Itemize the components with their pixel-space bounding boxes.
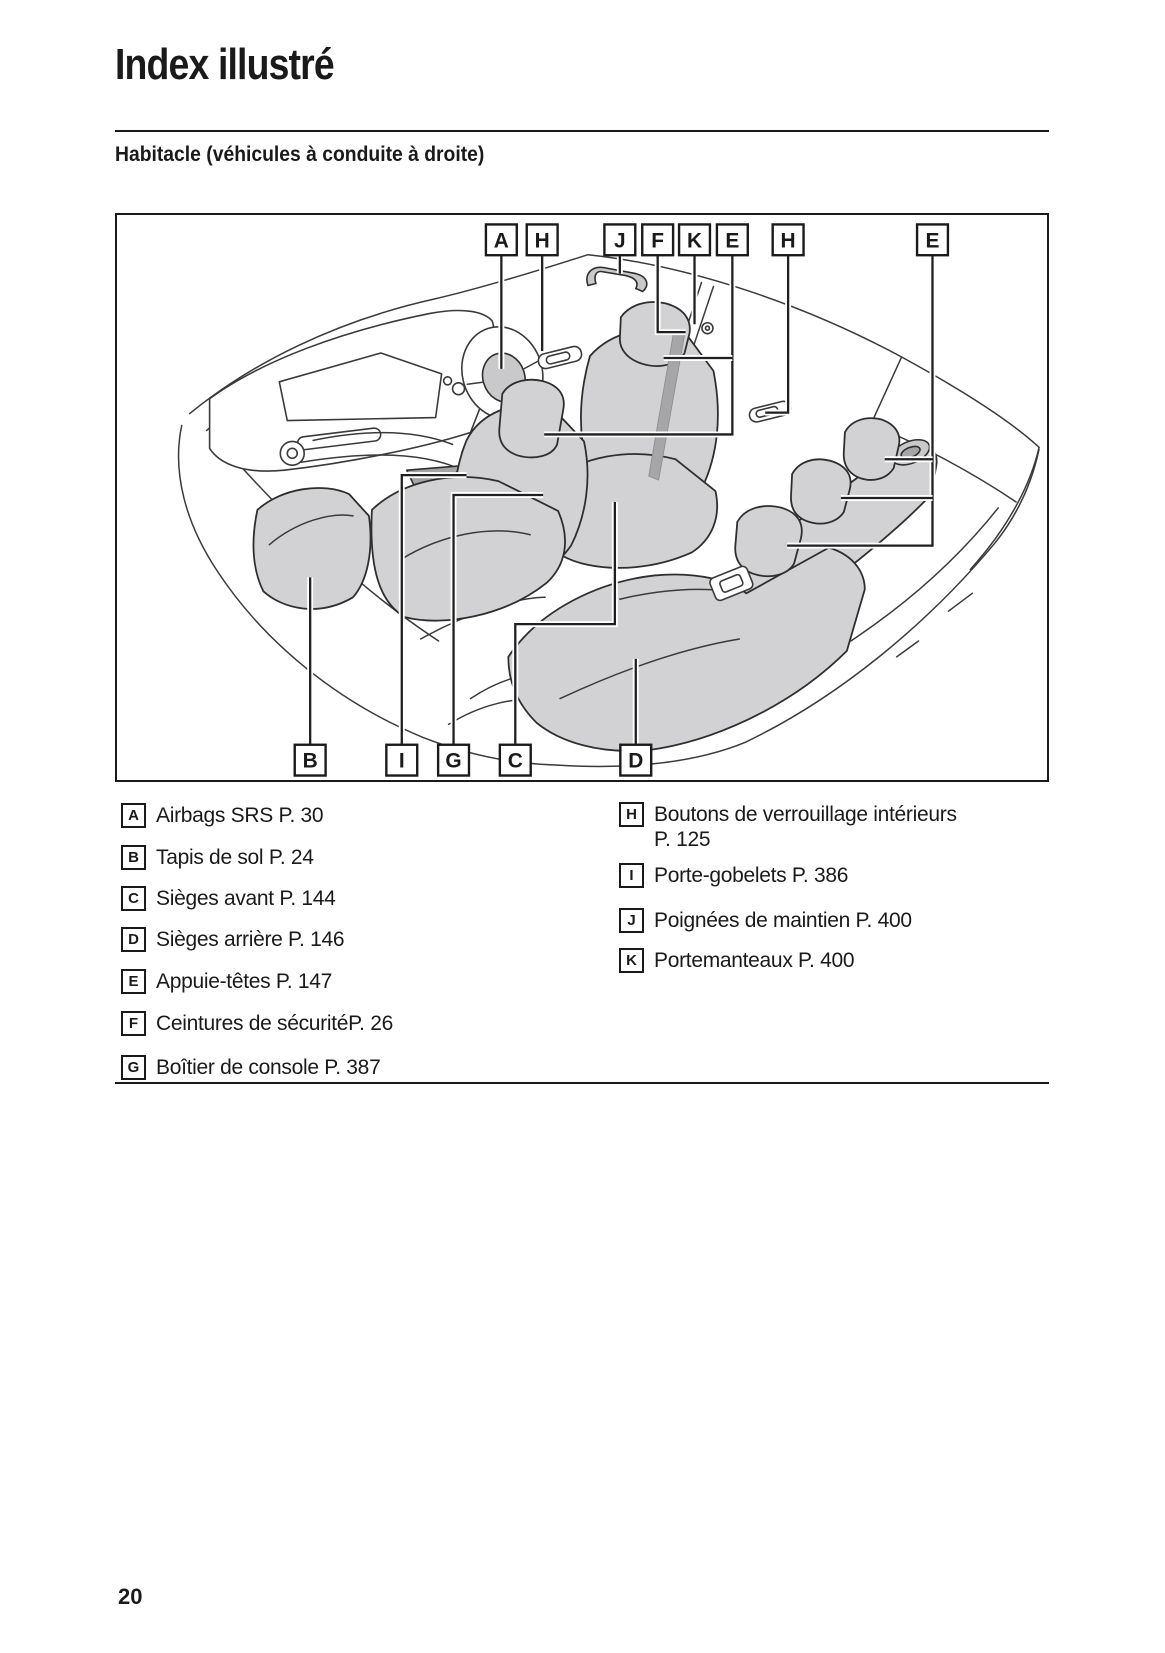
floor-mat-front [252, 487, 372, 610]
legend-item-B: B Tapis de sol P. 24 [121, 845, 314, 870]
legend-item-K: K Portemanteaux P. 400 [619, 948, 855, 973]
legend-item-I: I Porte-gobelets P. 386 [619, 863, 848, 888]
section-heading: Habitacle (véhicules à conduite à droite… [115, 143, 485, 166]
rear-headrest-left [734, 505, 803, 577]
legend-item-A: A Airbags SRS P. 30 [121, 803, 324, 828]
svg-text:B: B [303, 750, 318, 773]
svg-text:J: J [614, 229, 626, 252]
legend-label-E: Appuie-têtes P. 147 [156, 970, 333, 993]
callout-j: J [603, 223, 637, 257]
svg-text:H: H [781, 229, 796, 252]
svg-text:G: G [445, 750, 461, 773]
legend-key-D: D [121, 927, 146, 952]
grab-handle [586, 266, 648, 293]
callout-a: A [484, 223, 518, 257]
legend-label-F: Ceintures de sécuritéP. 26 [156, 1012, 393, 1035]
legend-item-J: J Poignées de maintien P. 400 [619, 908, 912, 933]
front-door-handle [537, 345, 583, 370]
column-stalk [451, 382, 466, 396]
leader-line-h-rear [765, 255, 790, 414]
svg-text:F: F [651, 229, 664, 252]
legend-label-J: Poignées de maintien P. 400 [654, 909, 912, 932]
callout-g: G [436, 743, 471, 777]
callout-e: E [715, 223, 749, 257]
legend-key-C: C [121, 886, 146, 911]
svg-text:K: K [687, 229, 702, 252]
coat-hook [701, 321, 714, 335]
rear-headrest-right [842, 417, 901, 481]
svg-text:C: C [508, 750, 523, 773]
callout-h: H [525, 223, 559, 257]
leader-line-h-rear [765, 255, 792, 416]
leader-line-g [452, 493, 544, 745]
svg-text:I: I [399, 750, 405, 773]
callout-i: I [385, 743, 419, 777]
leader-line-i [400, 474, 467, 745]
header-divider [115, 130, 1049, 132]
svg-text:A: A [494, 229, 509, 252]
legend-key-K: K [619, 948, 644, 973]
legend-key-G: G [121, 1055, 146, 1080]
legend-key-B: B [121, 845, 146, 870]
page-title: Index illustré [115, 40, 335, 89]
legend-label-A: Airbags SRS P. 30 [156, 804, 324, 827]
legend-label-C: Sièges avant P. 144 [156, 887, 336, 910]
legend-label-K: Portemanteaux P. 400 [654, 949, 855, 972]
legend-key-E: E [121, 969, 146, 994]
driver-seat [547, 301, 719, 569]
callout-b: B [293, 743, 327, 777]
legend-label-I: Porte-gobelets P. 386 [654, 864, 849, 887]
legend-label-G: Boîtier de console P. 387 [156, 1056, 381, 1079]
callout-d: D [619, 743, 653, 777]
svg-text:E: E [926, 229, 940, 252]
legend-item-F: F Ceintures de sécuritéP. 26 [121, 1011, 393, 1036]
legend-key-I: I [619, 863, 644, 888]
legend-key-J: J [619, 908, 644, 933]
page-number: 20 [118, 1584, 143, 1609]
legend-item-D: D Sièges arrière P. 146 [121, 927, 345, 952]
legend-label-D: Sièges arrière P. 146 [156, 928, 345, 951]
passenger-headrest [498, 378, 565, 459]
leader-line-e-front [544, 255, 734, 436]
footer-divider [115, 1082, 1049, 1084]
leader-lines [307, 255, 936, 745]
svg-text:H: H [535, 229, 550, 252]
callout-c: C [498, 743, 532, 777]
legend-key-F: F [121, 1011, 146, 1036]
leader-line-f [656, 255, 686, 334]
legend-item-C: C Sièges avant P. 144 [121, 886, 336, 911]
rear-headrest-middle [790, 458, 852, 525]
callout-e: E [915, 223, 950, 257]
callout-k: K [677, 223, 712, 257]
legend-item-E: E Appuie-têtes P. 147 [121, 969, 332, 994]
leader-line-c [514, 501, 617, 745]
leader-line-e-rear [787, 255, 934, 547]
svg-text:E: E [725, 229, 739, 252]
legend-key-H: H [619, 802, 644, 827]
legend-key-A: A [121, 803, 146, 828]
display-screen [278, 352, 443, 422]
legend-label-B: Tapis de sol P. 24 [156, 846, 314, 869]
callout-h: H [771, 223, 805, 257]
callout-f: F [641, 223, 675, 257]
legend-item-G: G Boîtier de console P. 387 [121, 1055, 381, 1080]
svg-text:D: D [628, 750, 643, 773]
dashboard [208, 309, 499, 472]
